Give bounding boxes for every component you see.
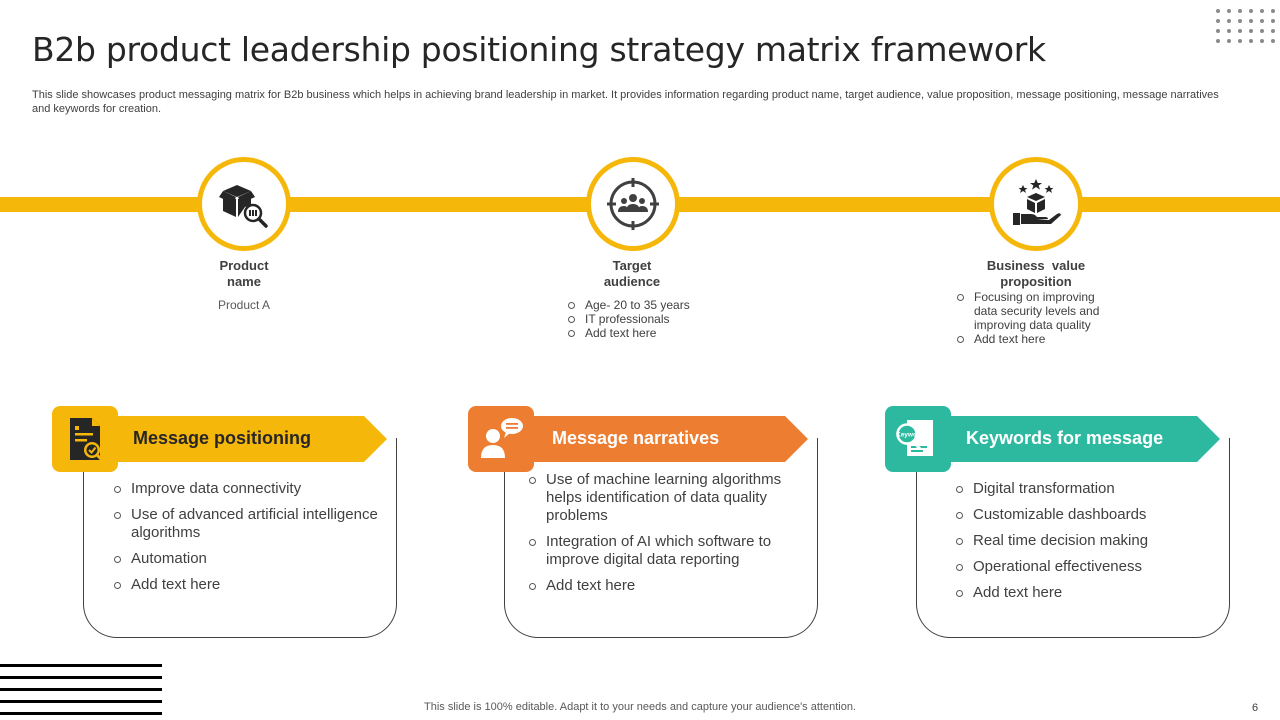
card-title-message-positioning: Message positioning [133,428,312,448]
card-icon-box-keywords-for-message: Keywords [885,406,951,472]
list-item: Add text here [955,584,1215,602]
timeline-label-target-audience: Target audience [603,258,661,289]
card-banner-keywords-for-message [932,416,1220,462]
list-item: Age- 20 to 35 years [567,298,737,312]
card-title-message-narratives: Message narratives [552,428,720,448]
card-bullets-keywords-for-message: Digital transformation Customizable dash… [955,480,1215,610]
page-subtitle: This slide showcases product messaging m… [32,89,1219,115]
card-icon-box-message-narratives [468,406,534,472]
person-chat-icon [481,418,523,458]
list-item: Integration of AI which software to impr… [528,533,798,569]
list-item: IT professionals [567,312,737,326]
card-icon-box-message-positioning [52,406,118,472]
list-item: Customizable dashboards [955,506,1215,524]
timeline-text-product: Product A [217,298,271,312]
timeline-label-business-value: Business value proposition [986,258,1086,289]
card-title-keywords-for-message: Keywords for message [966,428,1164,448]
card-banner-message-narratives [520,416,808,462]
decorative-dot-grid [1212,6,1278,46]
list-item: Add text here [567,326,737,340]
page-number: 6 [1252,702,1259,714]
product-box-search-icon [219,185,268,228]
decorative-lines [0,664,162,720]
timeline-node-business-value [989,157,1083,251]
timeline-node-target-audience [586,157,680,251]
list-item: Real time decision making [955,532,1215,550]
footer-note: This slide is 100% editable. Adapt it to… [424,701,856,713]
document-lock-icon [70,418,105,463]
card-message-narratives [504,438,818,638]
list-item: Add text here [528,577,798,595]
keywords-search-icon: Keywords [896,420,933,456]
card-keywords-for-message [916,438,1230,638]
timeline-node-product [197,157,291,251]
list-item: Automation [113,550,383,568]
list-item: Digital transformation [955,480,1215,498]
card-bullets-message-positioning: Improve data connectivity Use of advance… [113,480,383,602]
card-message-positioning [83,438,397,638]
timeline-bullets-target-audience: Age- 20 to 35 years IT professionals Add… [567,298,737,340]
list-item: Use of machine learning algorithms helps… [528,471,798,525]
list-item: Add text here [956,332,1116,346]
list-item: Operational effectiveness [955,558,1215,576]
list-item: Focusing on improving data security leve… [956,290,1116,332]
timeline-bullets-business-value: Focusing on improving data security leve… [956,290,1116,346]
list-item: Use of advanced artificial intelligence … [113,506,383,542]
list-item: Add text here [113,576,383,594]
page-title: B2b product leadership positioning strat… [32,30,1046,69]
keywords-icon-text: Keywords [896,432,927,439]
target-audience-icon [607,178,659,230]
timeline-label-product: Product name [219,258,269,289]
value-proposition-hand-icon [1013,179,1061,225]
card-banner-message-positioning [100,416,387,462]
list-item: Improve data connectivity [113,480,383,498]
card-bullets-message-narratives: Use of machine learning algorithms helps… [528,471,798,603]
